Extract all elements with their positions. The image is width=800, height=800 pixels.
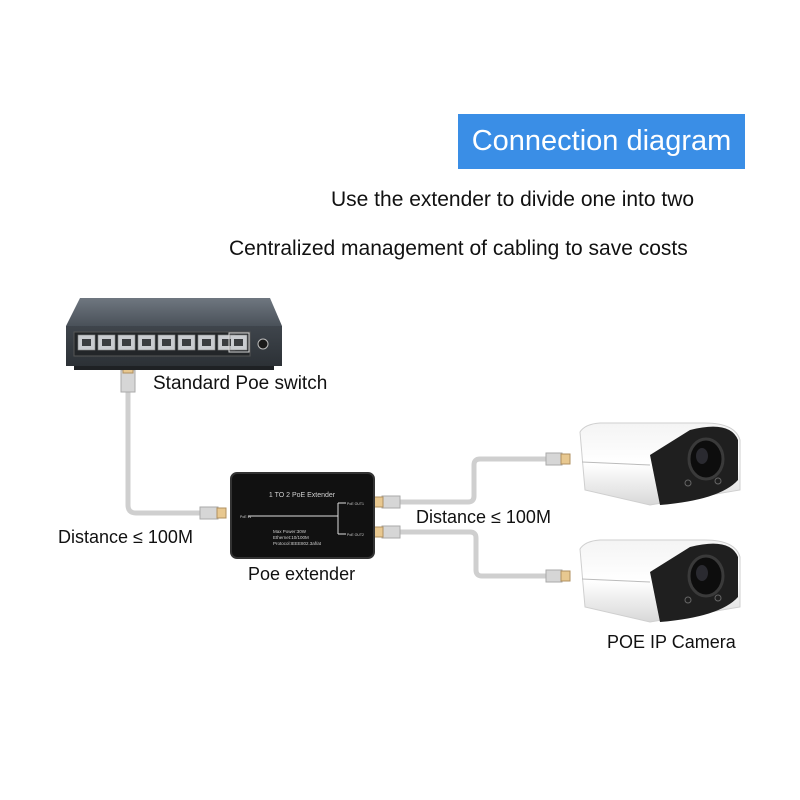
network-switch-icon [66,298,282,370]
extender-spec-protocol: Protocol:IEEE802.3af/at [273,541,322,546]
extender-label: Poe extender [248,564,356,584]
cable-extender-to-camera-1 [400,456,548,505]
camera-label: POE IP Camera [607,632,736,652]
cable-switch-to-extender [125,392,200,516]
distance-label-extender-cameras: Distance ≤ 100M [416,507,551,527]
extender-port-out2-label: PoE OUT2 [347,533,364,537]
rj45-connector-camera-1 [545,452,571,466]
switch-label: Standard Poe switch [153,373,328,394]
rj45-connector-extender-in [199,506,227,520]
rj45-connector-camera-2 [545,569,571,583]
rj45-connector-extender-out1 [373,495,401,509]
bullet-camera-icon [579,539,741,623]
extender-panel-title: 1 TO 2 PoE Extender [269,492,336,499]
extender-spec-power: Max Power:30W [273,529,307,534]
diagram-title: Connection diagram [458,114,745,169]
rj45-connector-extender-out2 [373,525,401,539]
subtitle-cabling: Centralized management of cabling to sav… [229,237,688,260]
extender-port-out1-label: PoE OUT1 [347,502,364,506]
extender-port-in-label: PoE IN [240,515,252,519]
bullet-camera-icon [579,422,741,506]
cable-extender-to-camera-2 [400,529,548,579]
extender-spec-ethernet: Ethernet:10/100M [273,535,309,540]
subtitle-divide: Use the extender to divide one into two [331,188,695,211]
distance-label-switch-extender: Distance ≤ 100M [58,527,193,547]
poe-extender-icon: 1 TO 2 PoE Extender PoE IN PoE OUT1 PoE … [230,472,375,559]
